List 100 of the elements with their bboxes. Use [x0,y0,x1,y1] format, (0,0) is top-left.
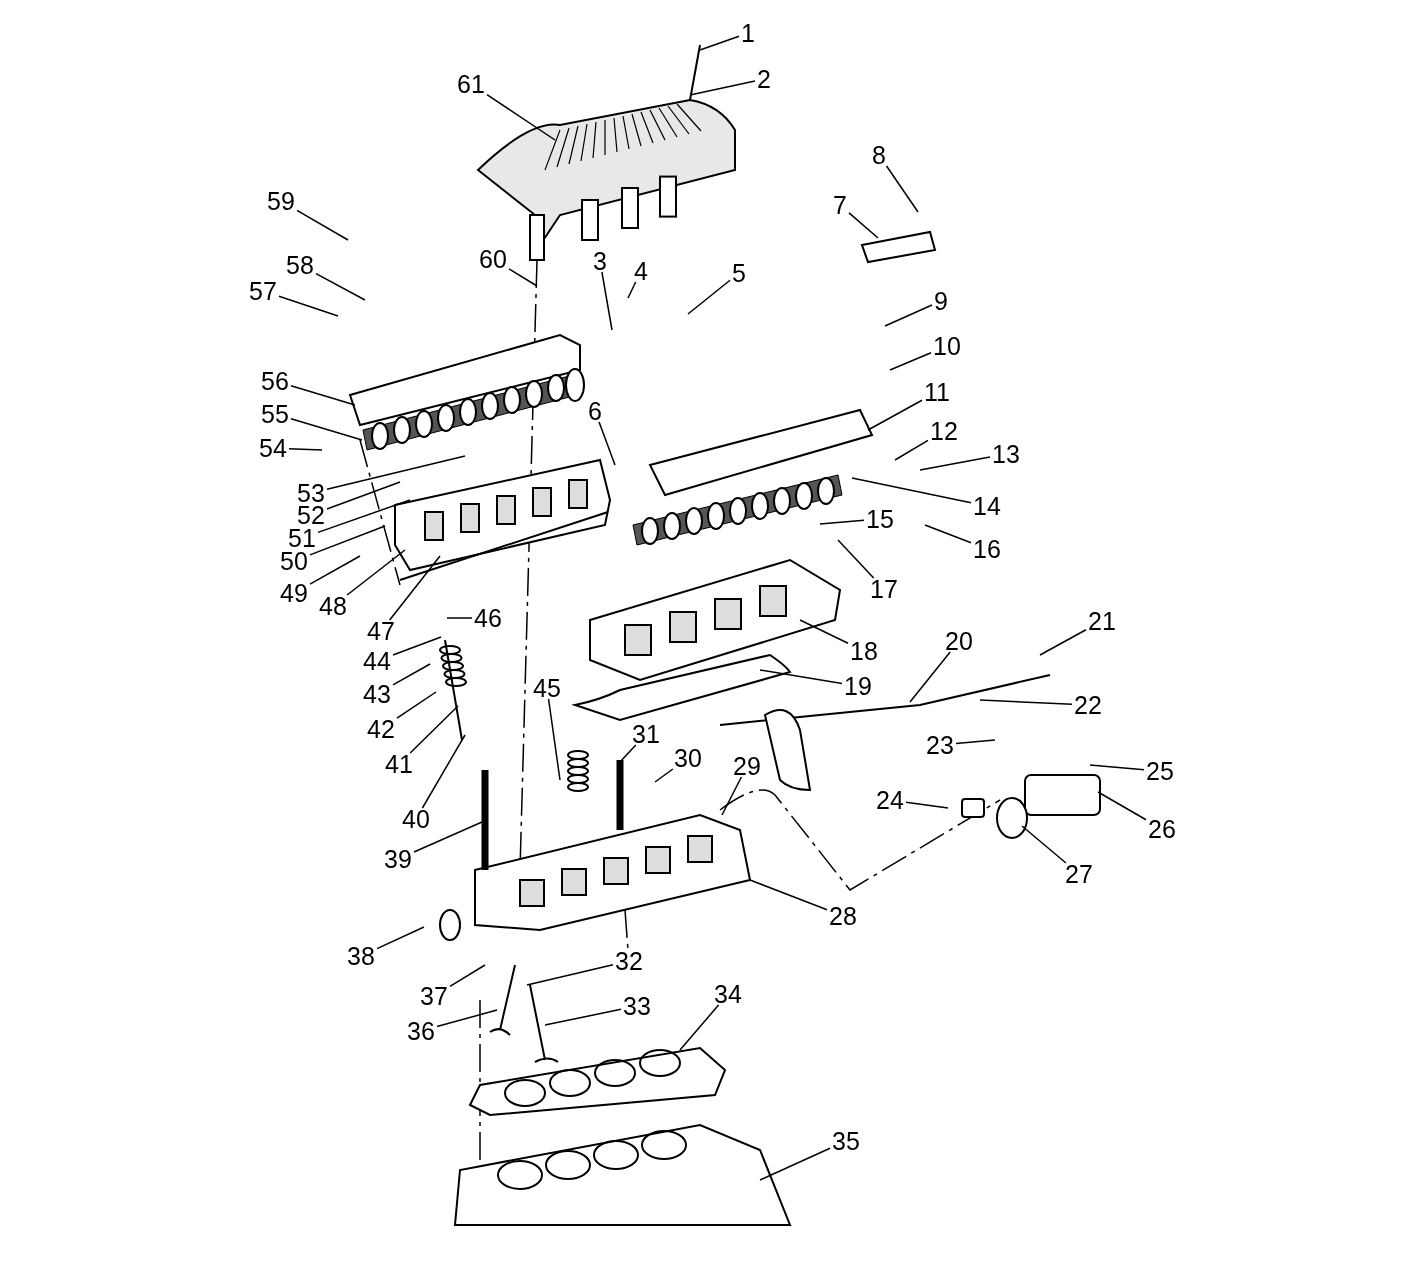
callout-number: 48 [319,593,347,619]
leader-line [924,524,972,544]
callout-number: 2 [757,66,771,92]
callout-number: 6 [588,398,602,424]
leader-line [1089,764,1145,771]
callout-number: 39 [384,846,412,872]
callout-number: 57 [249,278,277,304]
callout-number: 27 [1065,861,1093,887]
callout-number: 40 [402,806,430,832]
leader-line [894,439,929,461]
leader-line [909,651,951,703]
leader-line [955,739,996,745]
callout-number: 3 [593,248,607,274]
callout-number: 38 [347,943,375,969]
leader-line [413,821,483,853]
callout-number: 20 [945,628,973,654]
callout-number: 50 [280,548,308,574]
leader-line [446,617,473,619]
callout-number: 58 [286,252,314,278]
callout-number: 11 [924,379,950,405]
leader-line [848,212,879,239]
callout-number: 61 [457,71,485,97]
leader-line [749,879,828,911]
leader-line [486,93,556,141]
callout-number: 26 [1148,816,1176,842]
leader-line [544,1008,622,1026]
leader-line [799,619,849,644]
leader-line [421,734,466,809]
leader-line [601,271,613,331]
leader-line [346,549,406,596]
leader-line [905,801,949,809]
callout-number: 13 [992,441,1020,467]
leader-line [885,165,919,213]
callout-number: 30 [674,745,702,771]
callout-number: 46 [474,605,502,631]
leader-line [979,699,1073,705]
leader-line [759,669,843,685]
leader-line [919,456,991,471]
callout-number: 4 [634,258,648,284]
callout-number: 17 [870,576,898,602]
callout-number: 25 [1146,758,1174,784]
leader-line [396,691,437,719]
leader-line [867,399,923,431]
callout-number: 44 [363,648,391,674]
callout-number: 55 [261,401,289,427]
leader-line [392,663,431,686]
callout-number: 36 [407,1018,435,1044]
callout-number: 60 [479,246,507,272]
callout-number: 33 [623,993,651,1019]
leader-line [547,698,561,781]
leader-line [619,744,637,763]
callout-number: 42 [367,716,395,742]
leader-line [436,1009,498,1028]
callout-number: 9 [934,288,948,314]
callout-number: 32 [615,948,643,974]
callout-number: 43 [363,681,391,707]
leader-line [759,1147,831,1181]
callout-number: 31 [632,721,660,747]
leader-line [315,272,366,301]
callout-number: 12 [930,418,958,444]
callout-number: 14 [973,493,1001,519]
callout-number: 41 [385,751,413,777]
callout-number: 35 [832,1128,860,1154]
callout-number: 59 [267,188,295,214]
leader-line [317,499,411,534]
callout-number: 29 [733,753,761,779]
leader-line [819,519,865,525]
leader-line [526,964,614,986]
leader-line [326,455,466,490]
leader-line [699,35,740,51]
leader-line [687,279,731,315]
leader-line [627,281,637,299]
callout-number: 10 [933,333,961,359]
callout-number: 28 [829,903,857,929]
leader-line [654,768,674,783]
callout-number: 16 [973,536,1001,562]
leader-line [689,80,756,96]
leader-line [288,447,323,451]
leader-line [309,555,361,585]
callout-number: 47 [367,618,395,644]
callout-number: 56 [261,368,289,394]
callout-number: 37 [420,983,448,1009]
callout-number: 54 [259,435,287,461]
leader-line [290,418,363,441]
callout-number: 5 [732,260,746,286]
leader-line [449,964,486,987]
leader-line [290,385,356,406]
leader-line [392,636,442,656]
leader-line [837,539,875,579]
leader-line [388,555,441,621]
leader-line [278,295,339,317]
callout-number: 51 [288,525,316,551]
leader-line [889,352,932,371]
leader-line [508,268,538,287]
leader-line [851,477,972,504]
leader-line [884,304,933,327]
callout-number: 22 [1074,692,1102,718]
leader-line [376,926,425,950]
callout-number: 45 [533,675,561,701]
callout-number: 19 [844,673,872,699]
